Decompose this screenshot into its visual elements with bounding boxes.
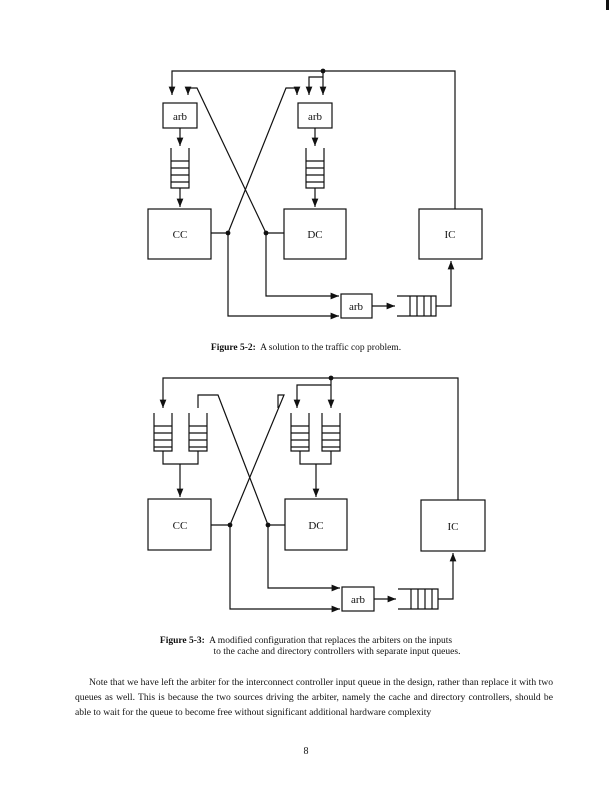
queue-pair-dc: [290, 413, 341, 497]
queue-pair-cc: [153, 413, 208, 497]
cc-label-2: CC: [173, 520, 188, 532]
figure-5-2-caption-text: A solution to the traffic cop problem.: [260, 343, 402, 353]
ic-box: [418, 208, 483, 260]
ic-label-2: IC: [448, 521, 459, 533]
queue-right-dc: [305, 148, 325, 189]
dc-box-2: [284, 498, 348, 551]
figure-5-2-caption: Figure 5-2: A solution to the traffic co…: [0, 343, 612, 354]
arb-bottom-label: arb: [349, 301, 364, 313]
figure-5-2-diagram: arb arb CC DC IC arb: [147, 68, 483, 320]
body-paragraph: Note that we have left the arbiter for t…: [75, 677, 553, 718]
page-number: 8: [303, 746, 309, 757]
figure-5-3-number: Figure 5-3:: [159, 636, 205, 646]
body-text: Note that we have left the arbiter for t…: [75, 675, 553, 720]
queue-bottom-ic: [397, 295, 437, 317]
figure-5-3-caption-line-2: to the cache and directory controllers w…: [213, 647, 461, 657]
ic-box-2: [420, 499, 486, 552]
dc-label: DC: [307, 229, 322, 241]
figure-5-3-caption-line-1: A modified configuration that replaces t…: [209, 636, 453, 646]
arb-left-label: arb: [173, 111, 188, 123]
corner-mark: [606, 0, 609, 10]
arb-right-box: [297, 102, 333, 129]
figure-5-3-diagram: CC DC IC arb: [147, 375, 486, 613]
cc-box-2: [147, 498, 212, 551]
queue-left-cc: [170, 148, 190, 189]
ic-label: IC: [445, 229, 456, 241]
arb-bottom-label-2: arb: [351, 594, 366, 606]
figure-5-2-number: Figure 5-2:: [210, 343, 256, 353]
figure-5-3-caption: Figure 5-3: A modified configuration tha…: [0, 636, 612, 658]
dc-label-2: DC: [308, 520, 323, 532]
cc-box: [147, 208, 212, 260]
arb-right-label: arb: [308, 111, 323, 123]
dc-box: [283, 208, 347, 260]
queue-bottom-ic-2: [398, 588, 439, 610]
cc-label: CC: [173, 229, 188, 241]
